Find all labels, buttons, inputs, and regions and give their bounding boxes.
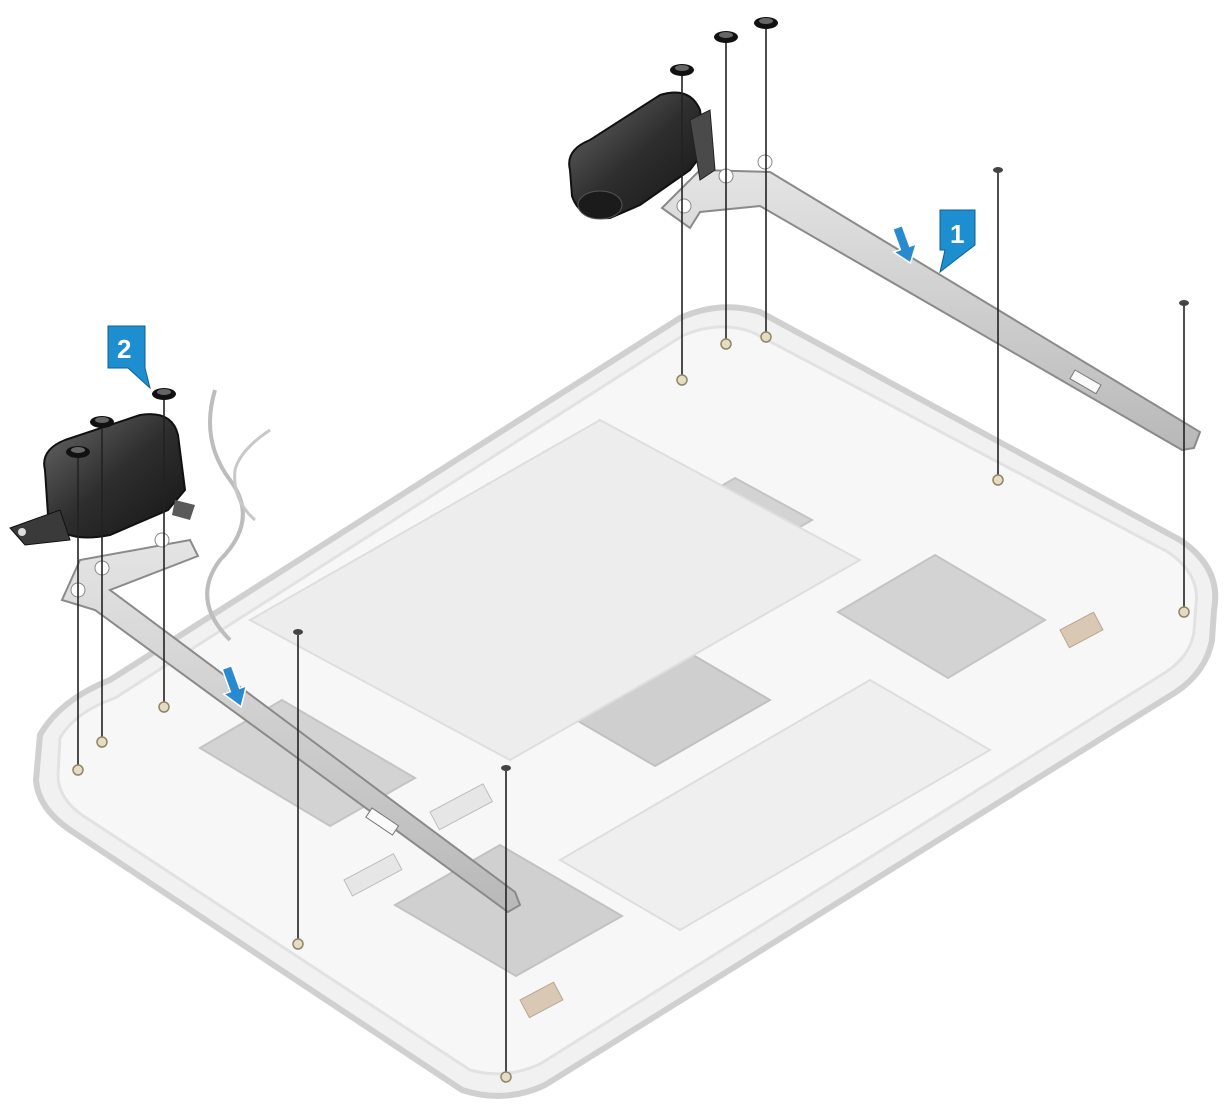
copper-pad-bottom: [519, 981, 564, 1019]
arrow-down-icon: [891, 224, 918, 265]
copper-pad-right: [1059, 611, 1104, 649]
right-bracket-label: [1069, 369, 1102, 395]
shield-tape-right: [836, 553, 1047, 680]
antenna-cable: [205, 389, 245, 642]
callout-2-label: 2: [117, 334, 131, 364]
screw-icon: [293, 629, 303, 635]
screw-icon: [66, 446, 90, 458]
panel-label-1: [429, 783, 494, 831]
left-bracket-label: [365, 807, 400, 836]
right-hinge-bracket: [660, 154, 1202, 452]
left-hinge-bracket: [60, 532, 522, 914]
callout-1-label: 1: [950, 219, 964, 249]
screw-icon: [670, 64, 694, 76]
hinge-right-icon: [568, 91, 716, 220]
mylar-sheet-lower: [558, 678, 992, 932]
right-bracket-bar: [660, 168, 1202, 452]
left-bracket-bar: [60, 538, 522, 914]
screw-icon: [754, 17, 778, 29]
screw-icon: [1179, 300, 1189, 306]
hinge-left-icon: [9, 413, 195, 546]
screw-icon: [90, 416, 114, 428]
callout-1: 1: [939, 209, 976, 274]
display-back-cover: [32, 304, 1219, 1099]
screw-icon: [714, 31, 738, 43]
panel-label-2: [343, 853, 403, 897]
screw-bosses: [72, 331, 1190, 1083]
mylar-sheet-main: [247, 418, 863, 762]
screw-icon: [501, 765, 511, 771]
right-bracket-hole-a: [676, 198, 692, 214]
left-bracket-hole-c: [154, 532, 170, 548]
arrow-down-icon: [221, 664, 248, 709]
right-bracket-hole-c: [757, 154, 773, 170]
camera-cable: [233, 428, 271, 522]
screw-set: [77, 28, 1185, 1075]
screw-icon: [993, 167, 1003, 173]
screw-icon: [152, 388, 176, 400]
screw-heads: [66, 17, 1189, 771]
callout-2: 2: [107, 325, 151, 390]
